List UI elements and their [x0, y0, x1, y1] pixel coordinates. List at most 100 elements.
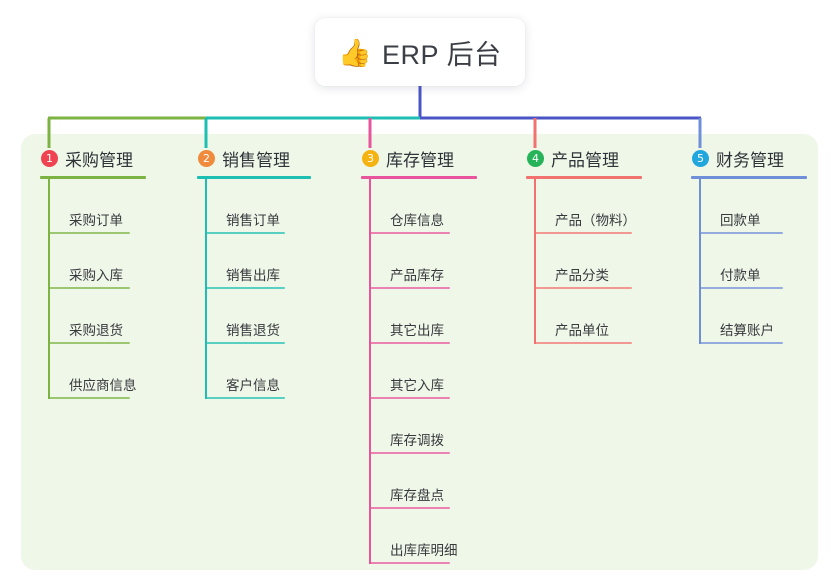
branch-item-list: 仓库信息产品库存其它出库其它入库库存调拨库存盘点出库库明细	[361, 179, 477, 564]
branch-spine-line	[48, 179, 50, 399]
branch-item-label: 付款单	[720, 268, 761, 283]
branch-item-underline	[48, 342, 130, 344]
branch-header-3[interactable]: 3 库存管理	[361, 145, 477, 171]
branch-number-badge: 3	[362, 149, 379, 167]
branch-item-label: 供应商信息	[69, 378, 137, 393]
branch-item[interactable]: 采购订单	[40, 179, 146, 234]
branch-item-list: 产品（物料） 产品分类产品单位	[526, 179, 642, 344]
branch-item[interactable]: 其它入库	[361, 344, 477, 399]
branch-item[interactable]: 产品单位	[526, 289, 642, 344]
branch-item-label: 其它出库	[390, 323, 444, 338]
branch-item-underline	[205, 287, 285, 289]
thumbs-up-icon: 👍	[338, 37, 373, 68]
branch-item[interactable]: 销售退货	[197, 289, 311, 344]
branch-title: 财务管理	[716, 150, 784, 170]
branch-item[interactable]: 库存盘点	[361, 454, 477, 509]
branch-spine-line	[205, 179, 207, 399]
branch-number-badge: 4	[527, 149, 544, 167]
root-node-erp-backend[interactable]: 👍 ERP 后台	[315, 18, 525, 86]
branch-item-underline	[534, 232, 632, 234]
branch-item-list: 销售订单销售出库销售退货客户信息	[197, 179, 311, 399]
branch-item[interactable]: 库存调拨	[361, 399, 477, 454]
branch-title: 产品管理	[551, 150, 619, 170]
branch-item[interactable]: 销售订单	[197, 179, 311, 234]
branch-item-label: 库存调拨	[390, 433, 444, 448]
branch-item[interactable]: 付款单	[691, 234, 807, 289]
branch-header-4[interactable]: 4 产品管理	[526, 145, 642, 171]
branch-item-list: 回款单付款单结算账户	[691, 179, 807, 344]
branch-number-badge: 2	[198, 149, 215, 167]
branch-title: 库存管理	[386, 150, 454, 170]
branch-item-underline	[699, 342, 783, 344]
branch-item[interactable]: 产品（物料）	[526, 179, 642, 234]
branch-column-4: 4 产品管理产品（物料） 产品分类产品单位	[526, 145, 642, 344]
branch-header-underline	[40, 176, 146, 179]
branch-item-label: 产品分类	[555, 268, 609, 283]
branch-item-label: 产品（物料）	[555, 213, 636, 228]
branch-item[interactable]: 供应商信息	[40, 344, 146, 399]
branch-item[interactable]: 采购退货	[40, 289, 146, 344]
branch-item-label: 产品库存	[390, 268, 444, 283]
branch-item[interactable]: 回款单	[691, 179, 807, 234]
branch-item[interactable]: 出库库明细	[361, 509, 477, 564]
branch-item-underline	[369, 287, 450, 289]
branch-header-underline	[361, 176, 477, 179]
branch-header-5[interactable]: 5 财务管理	[691, 145, 807, 171]
branch-item[interactable]: 结算账户	[691, 289, 807, 344]
branch-item-underline	[48, 287, 130, 289]
branch-spine-line	[369, 179, 371, 564]
branch-item[interactable]: 客户信息	[197, 344, 311, 399]
branch-item-underline	[534, 342, 632, 344]
branch-item-label: 回款单	[720, 213, 761, 228]
branch-item-underline	[369, 397, 450, 399]
branch-item-label: 销售退货	[226, 323, 280, 338]
branch-item-underline	[205, 397, 285, 399]
branch-item[interactable]: 仓库信息	[361, 179, 477, 234]
branch-item-label: 客户信息	[226, 378, 280, 393]
branch-item-underline	[369, 342, 450, 344]
branch-item-label: 销售出库	[226, 268, 280, 283]
branch-item-underline	[48, 397, 130, 399]
branch-item-underline	[205, 232, 285, 234]
branches-panel	[21, 134, 818, 570]
branch-item-underline	[369, 562, 450, 564]
branch-item-label: 仓库信息	[390, 213, 444, 228]
root-node-title: ERP 后台	[382, 39, 502, 70]
branch-item[interactable]: 采购入库	[40, 234, 146, 289]
branch-item[interactable]: 产品分类	[526, 234, 642, 289]
branch-column-3: 3 库存管理仓库信息产品库存其它出库其它入库库存调拨库存盘点出库库明细	[361, 145, 477, 564]
branch-number-badge: 1	[41, 149, 58, 167]
branch-header-underline	[691, 176, 807, 179]
branch-item-underline	[369, 452, 450, 454]
branch-item-label: 采购退货	[69, 323, 123, 338]
branch-column-2: 2 销售管理销售订单销售出库销售退货客户信息	[197, 145, 311, 399]
branch-item-label: 库存盘点	[390, 488, 444, 503]
branch-item-underline	[205, 342, 285, 344]
branch-column-5: 5 财务管理回款单付款单结算账户	[691, 145, 807, 344]
branch-item-underline	[48, 232, 130, 234]
branch-title: 销售管理	[222, 150, 290, 170]
branch-item-label: 销售订单	[226, 213, 280, 228]
branch-item-underline	[534, 287, 632, 289]
branch-item-label: 采购订单	[69, 213, 123, 228]
branch-item-underline	[369, 232, 450, 234]
branch-item-list: 采购订单采购入库采购退货供应商信息	[40, 179, 146, 399]
branch-item-underline	[369, 507, 450, 509]
branch-item-label: 出库库明细	[390, 543, 458, 558]
branch-column-1: 1 采购管理采购订单采购入库采购退货供应商信息	[40, 145, 146, 399]
branch-header-underline	[197, 176, 311, 179]
branch-item[interactable]: 产品库存	[361, 234, 477, 289]
branch-item-label: 结算账户	[720, 323, 774, 338]
branch-item[interactable]: 销售出库	[197, 234, 311, 289]
branch-number-badge: 5	[692, 149, 709, 167]
branch-spine-line	[699, 179, 701, 344]
branch-header-underline	[526, 176, 642, 179]
branch-spine-line	[534, 179, 536, 344]
branch-item-underline	[699, 287, 783, 289]
branch-title: 采购管理	[65, 150, 133, 170]
branch-item-label: 采购入库	[69, 268, 123, 283]
branch-header-2[interactable]: 2 销售管理	[197, 145, 311, 171]
branch-header-1[interactable]: 1 采购管理	[40, 145, 146, 171]
branch-item[interactable]: 其它出库	[361, 289, 477, 344]
